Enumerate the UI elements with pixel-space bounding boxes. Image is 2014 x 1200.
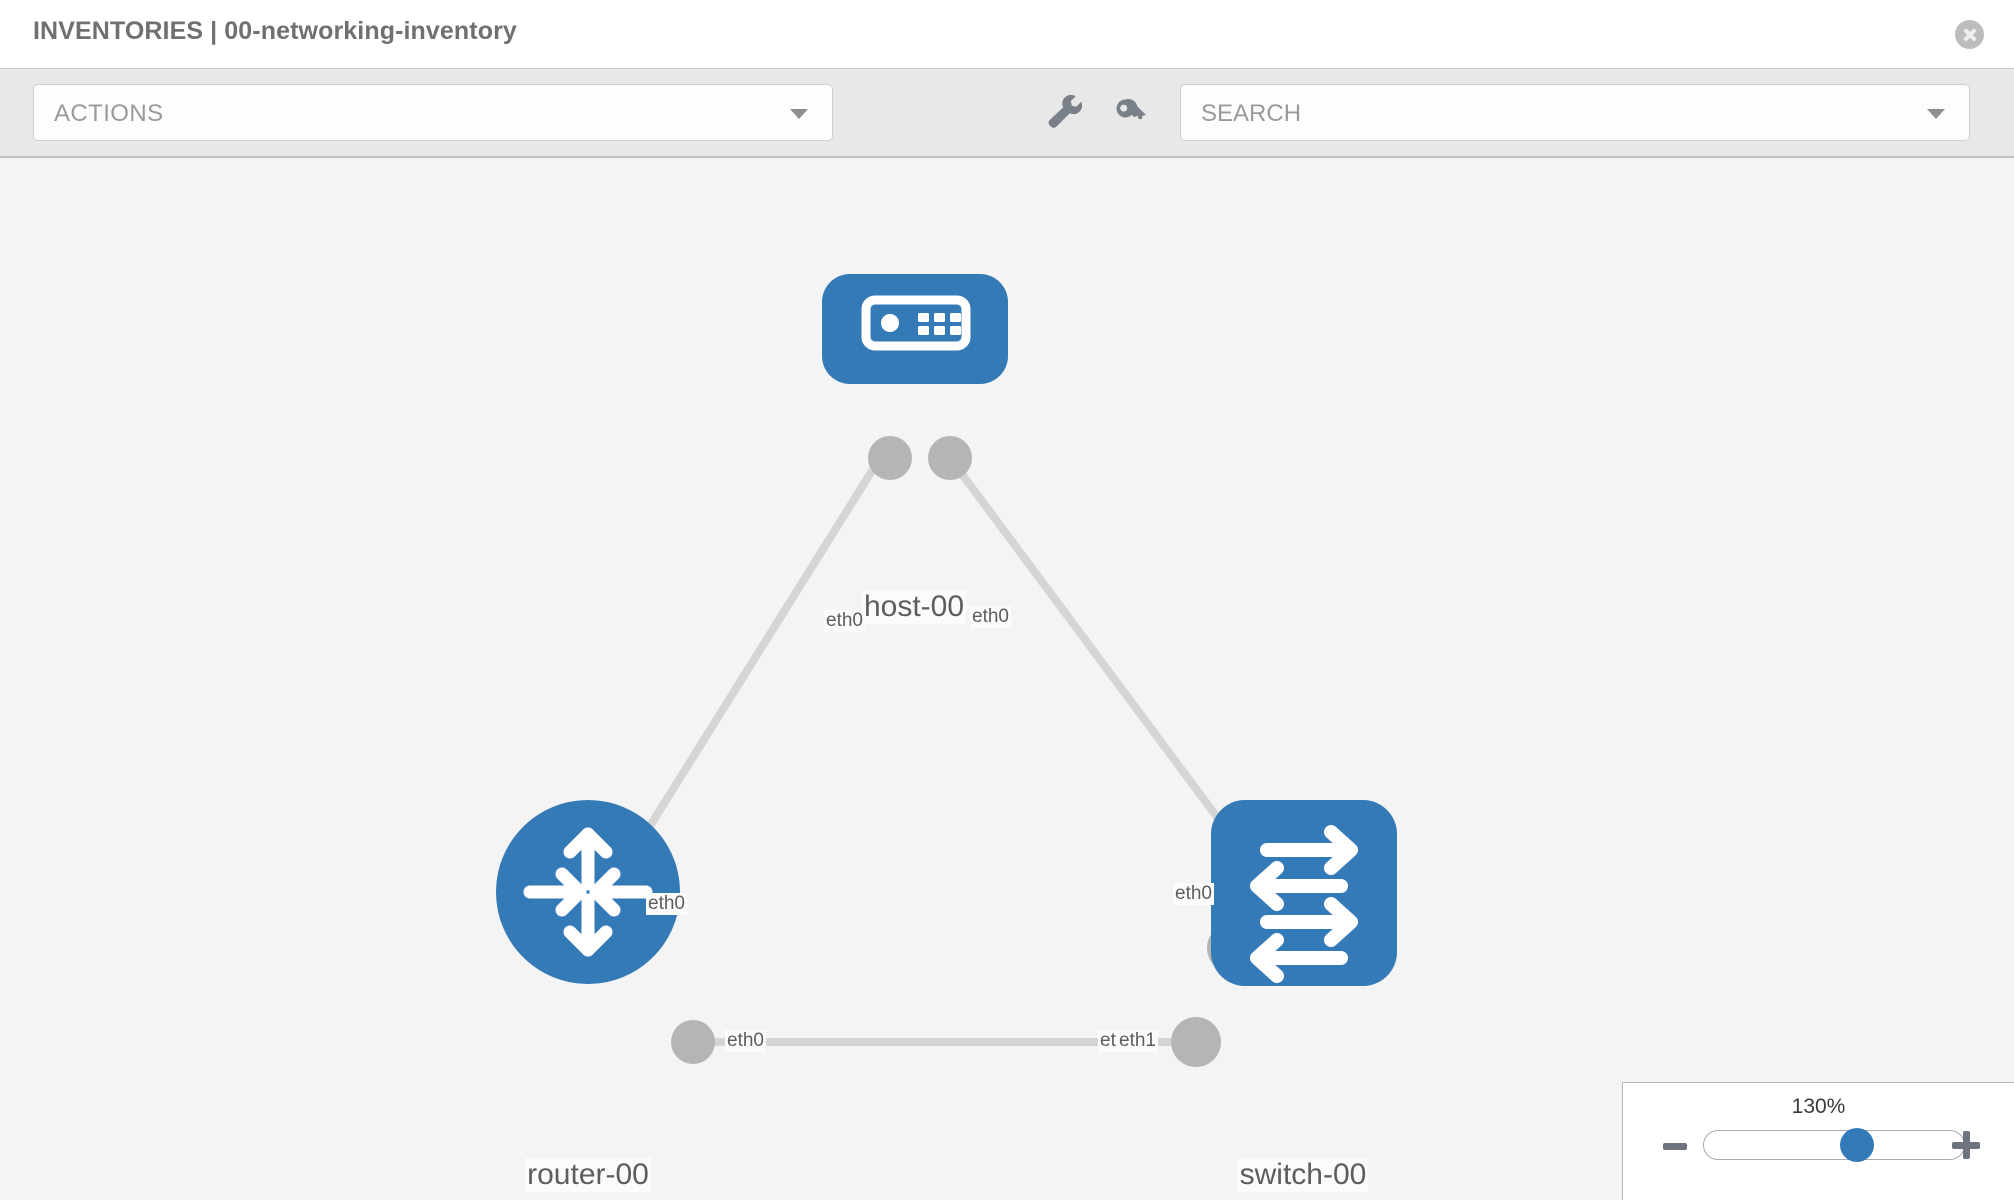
page-title: INVENTORIES | 00-networking-inventory xyxy=(33,17,517,45)
link-label-router-to-switch: eth0 xyxy=(725,1030,766,1052)
key-icon[interactable] xyxy=(1110,91,1152,133)
toolbar: ACTIONS xyxy=(0,68,2014,158)
search-input[interactable] xyxy=(1199,85,1903,142)
link-label-host-to-switch: eth0 xyxy=(970,606,1011,628)
zoom-slider-thumb[interactable] xyxy=(1839,1128,1874,1162)
node-label-switch-00: switch-00 xyxy=(1237,1158,1369,1192)
connector-nub-switch-left xyxy=(1171,1017,1221,1067)
link-host-router xyxy=(626,455,884,861)
node-router-00 xyxy=(496,800,680,984)
link-label-switch-to-host: eth0 xyxy=(1173,883,1214,905)
page-header: INVENTORIES | 00-networking-inventory xyxy=(0,0,2014,68)
actions-dropdown[interactable]: ACTIONS xyxy=(33,84,833,141)
topology-canvas[interactable]: host-00 router-00 switch-00 eth0 eth0 et… xyxy=(0,158,2014,1200)
actions-dropdown-label: ACTIONS xyxy=(54,100,164,127)
node-label-host-00: host-00 xyxy=(861,590,967,624)
link-label-host-to-router: eth0 xyxy=(824,610,865,632)
chevron-down-icon[interactable] xyxy=(1927,108,1945,119)
chevron-down-icon xyxy=(790,108,808,119)
search-box[interactable] xyxy=(1180,84,1970,142)
connector-nub-router-right xyxy=(671,1020,715,1064)
node-label-router-00: router-00 xyxy=(525,1158,651,1192)
node-switch-00 xyxy=(1211,800,1397,986)
close-icon[interactable] xyxy=(1955,20,1984,49)
zoom-percent-label: 130% xyxy=(1791,1095,1846,1118)
plus-icon[interactable] xyxy=(1952,1131,1980,1159)
zoom-control-panel: 130% xyxy=(1622,1082,2014,1200)
link-label-router-to-host: eth0 xyxy=(646,893,687,915)
node-host-00 xyxy=(822,274,1008,384)
link-host-switch xyxy=(946,455,1244,851)
zoom-slider[interactable] xyxy=(1703,1130,1965,1160)
topology-graph xyxy=(496,274,1397,1067)
link-label-switch-to-router: eth1 xyxy=(1117,1030,1158,1052)
connector-nub-host-right xyxy=(928,436,972,480)
connector-nub-host-left xyxy=(868,436,912,480)
minus-icon[interactable] xyxy=(1663,1143,1687,1150)
wrench-icon[interactable] xyxy=(1043,91,1085,133)
